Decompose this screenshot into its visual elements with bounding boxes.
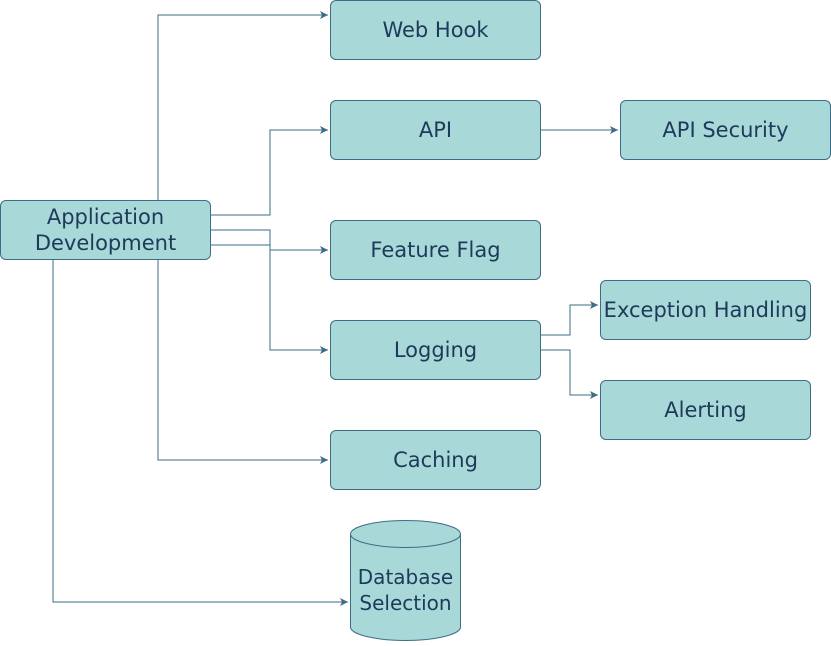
node-application-development-line2: Development	[34, 231, 177, 255]
node-alerting[interactable]: Alerting	[600, 380, 811, 440]
node-database-selection-label: Database Selection	[350, 564, 461, 616]
node-logging-label: Logging	[393, 337, 478, 362]
node-web-hook[interactable]: Web Hook	[330, 0, 541, 60]
edge-app-to-database	[52, 260, 348, 606]
edge-logging-to-exception-handling	[541, 301, 598, 336]
edge-app-to-logging	[211, 244, 328, 354]
edge-app-to-webhook	[157, 11, 328, 200]
edge-app-to-feature-flag	[211, 229, 328, 254]
node-logging[interactable]: Logging	[330, 320, 541, 380]
edge-app-to-api	[211, 126, 328, 216]
node-feature-flag-label: Feature Flag	[370, 237, 501, 262]
node-application-development[interactable]: Application Development	[0, 200, 211, 260]
node-database-selection[interactable]: Database Selection	[350, 520, 461, 641]
node-exception-handling-label: Exception Handling	[603, 297, 808, 322]
edge-app-to-caching	[157, 260, 328, 464]
node-feature-flag[interactable]: Feature Flag	[330, 220, 541, 280]
node-exception-handling[interactable]: Exception Handling	[600, 280, 811, 340]
node-application-development-line1: Application	[46, 204, 165, 229]
node-api-security-label: API Security	[662, 117, 789, 142]
edge-logging-to-alerting	[541, 349, 598, 399]
node-caching-label: Caching	[393, 447, 478, 472]
node-database-selection-line1: Database	[357, 565, 454, 589]
node-database-selection-line2: Selection	[359, 591, 452, 615]
node-web-hook-label: Web Hook	[382, 17, 489, 42]
node-api-security[interactable]: API Security	[620, 100, 831, 160]
node-caching[interactable]: Caching	[330, 430, 541, 490]
node-api-label: API	[418, 117, 453, 142]
node-alerting-label: Alerting	[664, 397, 747, 422]
node-api[interactable]: API	[330, 100, 541, 160]
